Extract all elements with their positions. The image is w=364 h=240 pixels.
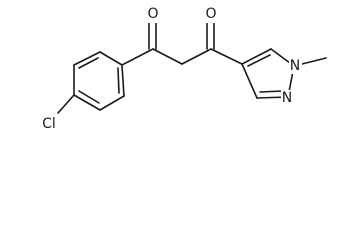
bond <box>99 95 125 111</box>
aromatic-double-bond <box>259 90 284 93</box>
bond <box>152 48 183 65</box>
chemical-structure-diagram: O O Cl N N <box>38 6 327 132</box>
chlorophenyl-ring <box>73 51 125 111</box>
aromatic-double-bond <box>117 67 120 94</box>
aromatic-double-bond <box>78 57 99 69</box>
bond <box>73 94 101 111</box>
bond <box>241 48 272 65</box>
bond <box>241 63 258 99</box>
bond <box>121 64 125 97</box>
aromatic-double-bond <box>78 90 100 104</box>
bond <box>210 48 243 65</box>
nitrogen-label-n1: N <box>290 58 300 74</box>
aromatic-double-bond <box>247 54 271 67</box>
oxygen-label-right: O <box>205 6 216 22</box>
bond <box>121 48 154 66</box>
oxygen-label-left: O <box>147 6 158 22</box>
atom-labels: O O Cl N N <box>38 6 302 132</box>
chlorine-label: Cl <box>42 116 56 132</box>
bond-to-chlorine <box>57 94 75 114</box>
bond <box>73 51 101 66</box>
bond <box>99 51 123 66</box>
bond <box>181 48 212 65</box>
diketone-chain <box>121 20 243 66</box>
nitrogen-label-n2: N <box>282 90 292 106</box>
